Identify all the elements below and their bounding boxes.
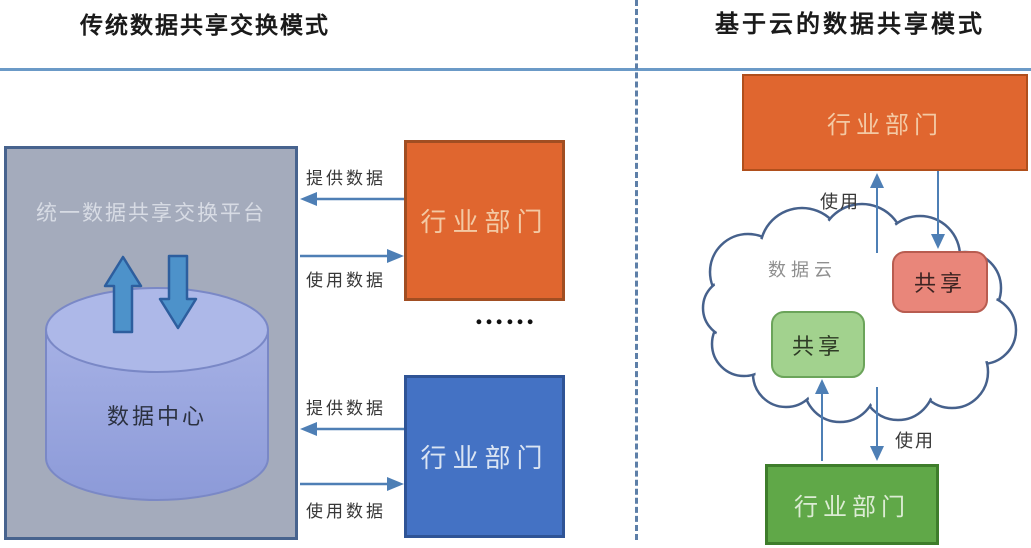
industry-dept-label: 行业部门 [794,495,910,521]
arrowhead-right-icon [387,477,404,491]
use-data-label-bottom: 使用数据 [306,502,386,521]
block-arrow-up-icon [103,255,143,334]
provide-data-label-top: 提供数据 [306,169,386,188]
title-underline-rule [0,68,1031,71]
industry-dept-box-orange: 行业部门 [404,140,565,301]
arrowhead-left-icon [300,192,317,206]
arrowhead-down-icon [870,446,884,461]
right-panel-title: 基于云的数据共享模式 [715,12,985,38]
use-label-bottom: 使用 [895,431,935,451]
arrowhead-down-icon [931,234,945,249]
block-arrow-down-icon [158,254,198,330]
provide-data-label-bottom: 提供数据 [306,399,386,418]
datacenter-cylinder [45,287,269,501]
share-node-green: 共享 [771,311,865,378]
industry-dept-box-blue: 行业部门 [404,375,565,538]
ellipsis-dots: …… [474,298,536,331]
industry-dept-label: 行业部门 [827,113,943,139]
arrowhead-up-icon [870,173,884,188]
industry-dept-label: 行业部门 [420,208,549,237]
share-label: 共享 [913,271,966,296]
share-label: 共享 [791,333,844,359]
platform-label: 统一数据共享交换平台 [36,201,266,225]
datacenter-label: 数据中心 [106,404,207,429]
data-cloud-label: 数据云 [768,260,837,280]
left-panel-title: 传统数据共享交换模式 [80,13,330,38]
industry-dept-label: 行业部门 [420,444,549,473]
arrowhead-up-icon [815,379,829,394]
industry-dept-box-bottom: 行业部门 [765,464,939,545]
share-node-red: 共享 [892,251,988,313]
use-data-label-top: 使用数据 [306,271,386,290]
use-label-top: 使用 [820,192,860,212]
arrowhead-right-icon [387,249,404,263]
arrowhead-left-icon [300,422,317,436]
panel-divider-dashed-line [635,0,638,540]
industry-dept-box-top: 行业部门 [742,74,1028,171]
